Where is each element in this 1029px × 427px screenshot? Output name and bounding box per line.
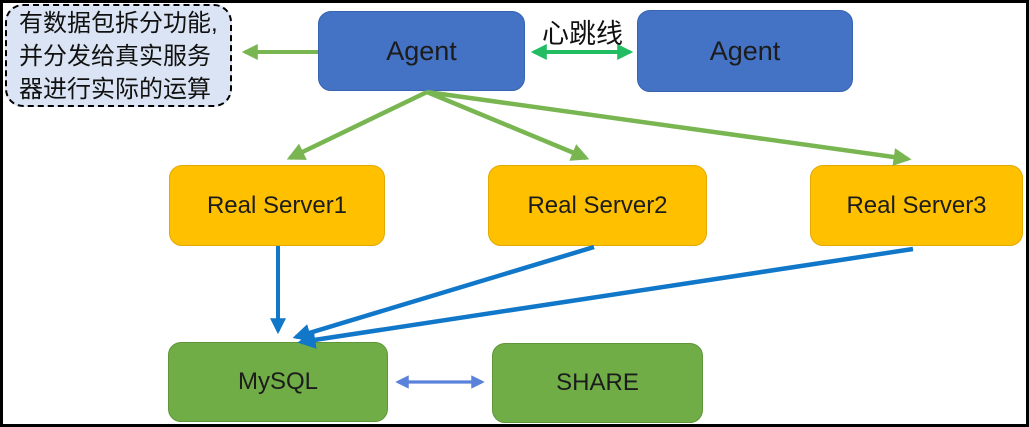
- node-share-label: SHARE: [556, 369, 639, 396]
- node-real-server-3: Real Server3: [810, 165, 1023, 246]
- node-share: SHARE: [492, 343, 703, 423]
- edge-agent-to-real-server-3: [426, 89, 912, 166]
- callout-annotation: 有数据包拆分功能, 并分发给真实服务 器进行实际的运算: [5, 4, 232, 107]
- node-mysql: MySQL: [168, 342, 388, 422]
- node-mysql-label: MySQL: [237, 368, 318, 395]
- node-agent-right: Agent: [637, 10, 853, 92]
- edge-real-server-3-to-mysql: [297, 246, 914, 349]
- node-agent-right-label: Agent: [709, 35, 781, 66]
- callout-line-3: 器进行实际的运算: [19, 76, 211, 103]
- heartbeat-edge-label: 心跳线: [542, 19, 623, 49]
- node-real-server-3-label: Real Server3: [846, 191, 987, 219]
- node-real-server-1-label: Real Server1: [206, 191, 348, 219]
- edge-real-server-2-to-mysql: [292, 244, 595, 342]
- edge-agent-to-real-server-2: [426, 89, 590, 161]
- edge-agent-to-real-server-1: [286, 89, 428, 161]
- callout-line-2: 并分发给真实服务: [19, 43, 211, 70]
- node-real-server-2-label: Real Server2: [527, 191, 668, 219]
- node-real-server-2: Real Server2: [488, 165, 707, 246]
- node-agent-left: Agent: [318, 11, 525, 91]
- node-agent-left-label: Agent: [386, 35, 457, 66]
- node-real-server-1: Real Server1: [169, 165, 385, 246]
- callout-line-1: 有数据包拆分功能,: [19, 10, 218, 37]
